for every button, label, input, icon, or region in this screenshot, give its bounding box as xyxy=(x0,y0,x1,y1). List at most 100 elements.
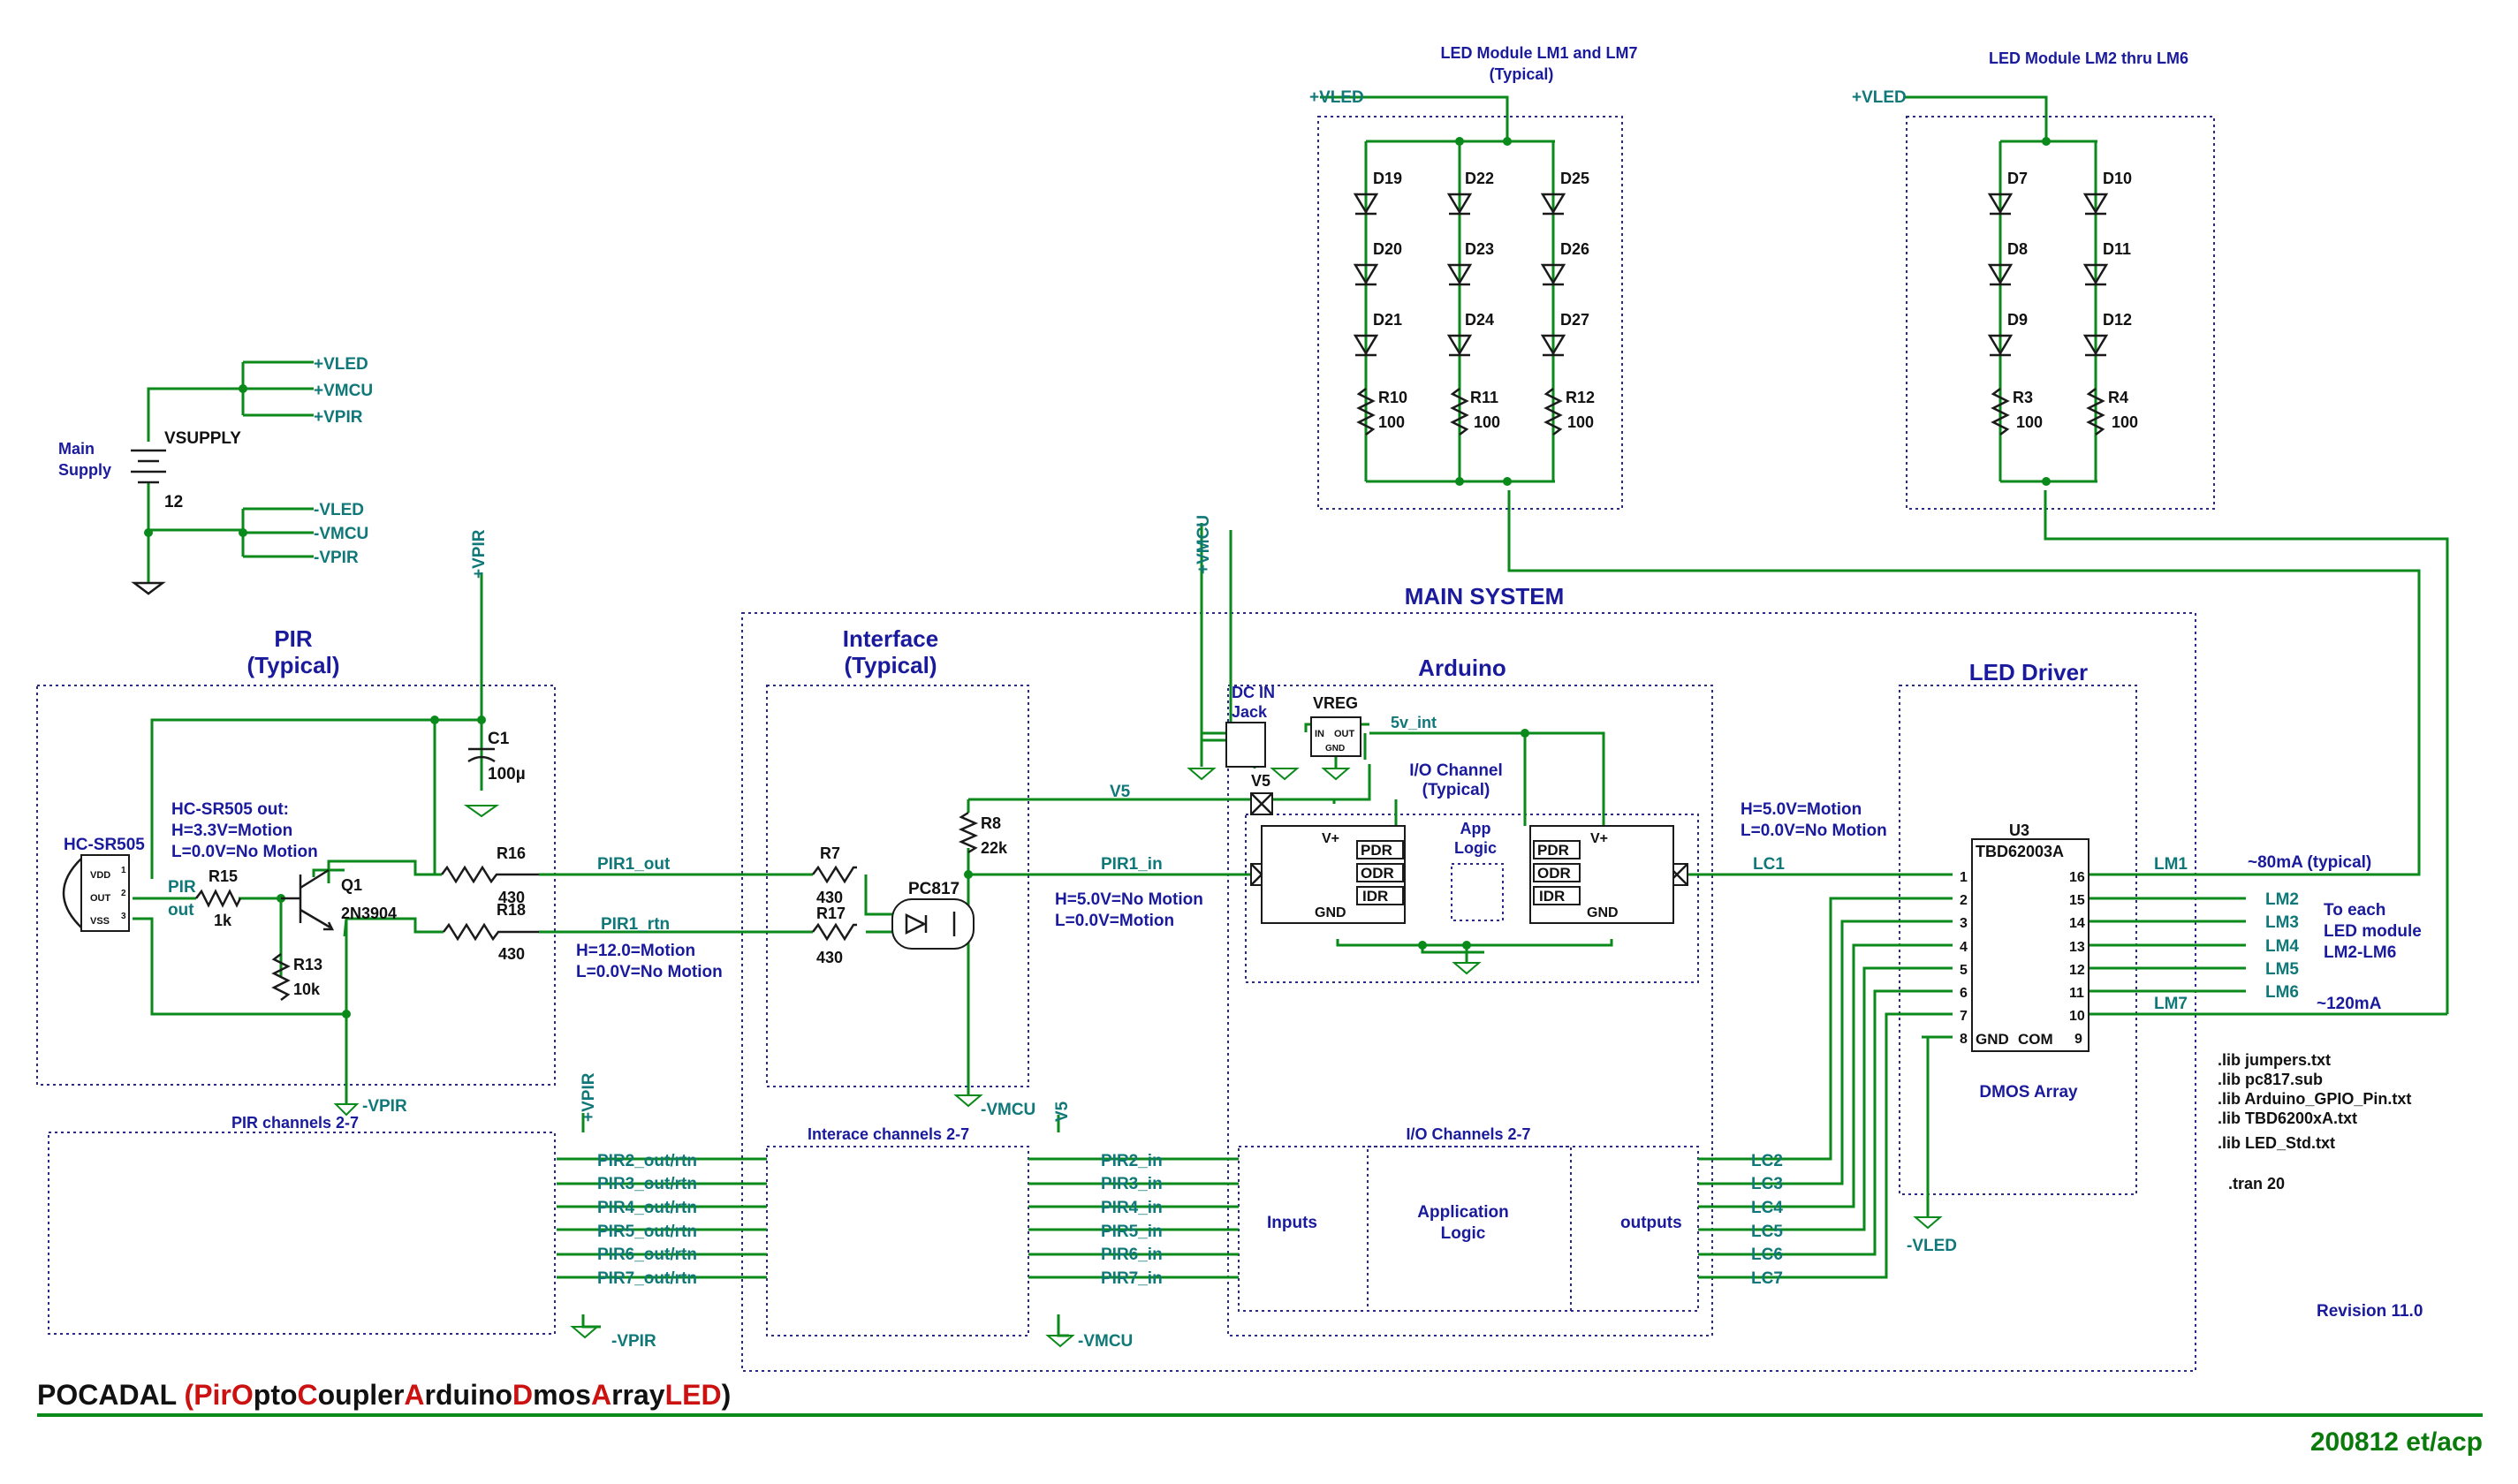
driver-pin-16: 16 xyxy=(2069,870,2085,885)
net-lm7: LM7 xyxy=(2154,995,2188,1013)
io-channel-label-2: (Typical) xyxy=(1422,781,1490,799)
resistor-r7 xyxy=(812,865,857,884)
date-label: 200812 et/acp xyxy=(2310,1427,2483,1457)
title-part: A xyxy=(404,1379,424,1411)
vreg-in: IN xyxy=(1315,729,1324,739)
resistor-r3 xyxy=(1991,388,2010,435)
inputs-label: Inputs xyxy=(1267,1214,1317,1232)
res-r4: R4 xyxy=(2108,389,2128,406)
driver-pin-3: 3 xyxy=(1960,916,1968,931)
net-vpir-3: -VPIR xyxy=(611,1332,656,1351)
driver-ic-u3 xyxy=(1971,838,2089,1052)
net-vmcu-2: -VMCU xyxy=(1078,1332,1133,1351)
reg-box xyxy=(1533,863,1581,882)
net-vpir-bot: -VPIR xyxy=(362,1097,407,1116)
driver-pin-9: 9 xyxy=(2074,1032,2082,1047)
net-vmcu-pos: +VMCU xyxy=(314,382,373,400)
r8-label: R8 xyxy=(981,814,1001,832)
bus-left-0: PIR2_out/rtn xyxy=(597,1152,697,1170)
pir-note2-1: H=12.0=Motion xyxy=(576,942,695,960)
pir-note-1: HC-SR505 out: xyxy=(171,800,289,819)
led-diodes-lm26 xyxy=(1987,193,2109,357)
net-lc1: LC1 xyxy=(1753,855,1785,874)
ground-symbol xyxy=(953,1094,983,1108)
current-lm7: ~120mA xyxy=(2317,995,2382,1013)
app-logic2-label-2: Logic xyxy=(1441,1224,1486,1243)
diode-d8: D8 xyxy=(2007,240,2028,258)
driver-part: TBD62003A xyxy=(1976,843,2064,860)
arduino-note-1: H=5.0V=Motion xyxy=(1741,800,1862,819)
bus-right-3: LC5 xyxy=(1751,1223,1783,1241)
app-logic-label-1: App xyxy=(1460,820,1491,837)
sensor-label: HC-SR505 xyxy=(64,836,145,854)
title-paren: ( xyxy=(185,1379,194,1411)
title-text: POCADAL (PirOptoCouplerArduinoDmosArrayL… xyxy=(37,1379,731,1411)
driver-pin-8: 8 xyxy=(1960,1032,1968,1047)
driver-pin-1: 1 xyxy=(1960,870,1968,885)
resistor-r8 xyxy=(958,811,979,854)
driver-pin-11: 11 xyxy=(2069,986,2084,1001)
c1-label: C1 xyxy=(488,730,510,748)
main-supply-label-2: Supply xyxy=(58,461,111,479)
main-supply-label-1: Main xyxy=(58,440,95,458)
lib-4: .lib LED_Std.txt xyxy=(2218,1134,2335,1152)
diode-d10: D10 xyxy=(2103,170,2132,187)
r7-value: 430 xyxy=(816,889,843,906)
reg-idr-left: IDR xyxy=(1362,888,1388,905)
vreg-gnd: GND xyxy=(1325,744,1345,753)
revision-label: Revision 11.0 xyxy=(2317,1302,2423,1321)
pir-box xyxy=(36,685,556,1086)
net-lm2: LM2 xyxy=(2265,890,2299,909)
capacitor-c1 xyxy=(467,747,496,763)
pir-title: PIR xyxy=(274,625,313,652)
diode-d26: D26 xyxy=(1560,240,1589,258)
c1-value: 100µ xyxy=(488,765,526,784)
gnd-right: GND xyxy=(1587,905,1619,920)
reg-box xyxy=(1356,840,1404,859)
resistor-r16 xyxy=(441,865,539,884)
r8-value: 22k xyxy=(981,839,1008,857)
title-part: oupler xyxy=(318,1379,405,1411)
net-v5: V5 xyxy=(1110,783,1131,801)
lm17-vled: +VLED xyxy=(1309,88,1364,107)
to-each-1: To each xyxy=(2324,901,2385,920)
tran-directive: .tran 20 xyxy=(2228,1175,2285,1192)
battery-symbol xyxy=(131,449,166,484)
r16-label: R16 xyxy=(497,844,526,862)
v5-jumper-label: V5 xyxy=(1251,772,1270,790)
res-r3-value: 100 xyxy=(2016,413,2043,431)
driver-pin-13: 13 xyxy=(2069,940,2085,955)
pir-subtitle: (Typical) xyxy=(247,652,340,678)
dmos-array-label: DMOS Array xyxy=(1979,1083,2078,1102)
ground-symbol xyxy=(1045,1335,1075,1348)
net-vled-neg-2: -VLED xyxy=(1907,1237,1957,1255)
lm26-title: LED Module LM2 thru LM6 xyxy=(1989,49,2188,67)
interface-labels: Interface (Typical) R7 430 R17 430 R8 22… xyxy=(808,625,1203,1351)
led-diodes-lm17 xyxy=(1353,193,1566,357)
title-paren: ) xyxy=(722,1379,732,1411)
app-logic-box xyxy=(1367,1146,1572,1312)
r18-label: R18 xyxy=(497,901,526,919)
reg-odr-left: ODR xyxy=(1361,865,1394,882)
dc-in-label-1: DC IN xyxy=(1232,684,1275,701)
driver-pin-2: 2 xyxy=(1960,893,1968,908)
dc-in-label-2: Jack xyxy=(1232,703,1268,721)
main-system-labels: MAIN SYSTEM Arduino +VMCU DC IN Jack VRE… xyxy=(1195,515,1887,1243)
res-r11: R11 xyxy=(1470,389,1498,406)
ground-symbol xyxy=(570,1326,600,1339)
q1-label: Q1 xyxy=(341,876,362,894)
net-vled-pos: +VLED xyxy=(314,355,368,374)
title-part: Pir xyxy=(193,1379,231,1411)
net-v5-b: V5 xyxy=(1053,1101,1072,1122)
junctions xyxy=(144,137,2051,1018)
vreg-label: VREG xyxy=(1313,694,1358,712)
title-part: O xyxy=(231,1379,254,1411)
lm17-subtitle: (Typical) xyxy=(1490,65,1554,83)
resistor-r15 xyxy=(195,889,242,908)
resistor-r4 xyxy=(2086,388,2105,435)
ground-symbol xyxy=(1270,768,1300,781)
diode-d12: D12 xyxy=(2103,311,2132,329)
bus-left-4: PIR6_out/rtn xyxy=(597,1246,697,1264)
net-lm3: LM3 xyxy=(2265,913,2299,932)
driver-pin-12: 12 xyxy=(2069,963,2085,978)
